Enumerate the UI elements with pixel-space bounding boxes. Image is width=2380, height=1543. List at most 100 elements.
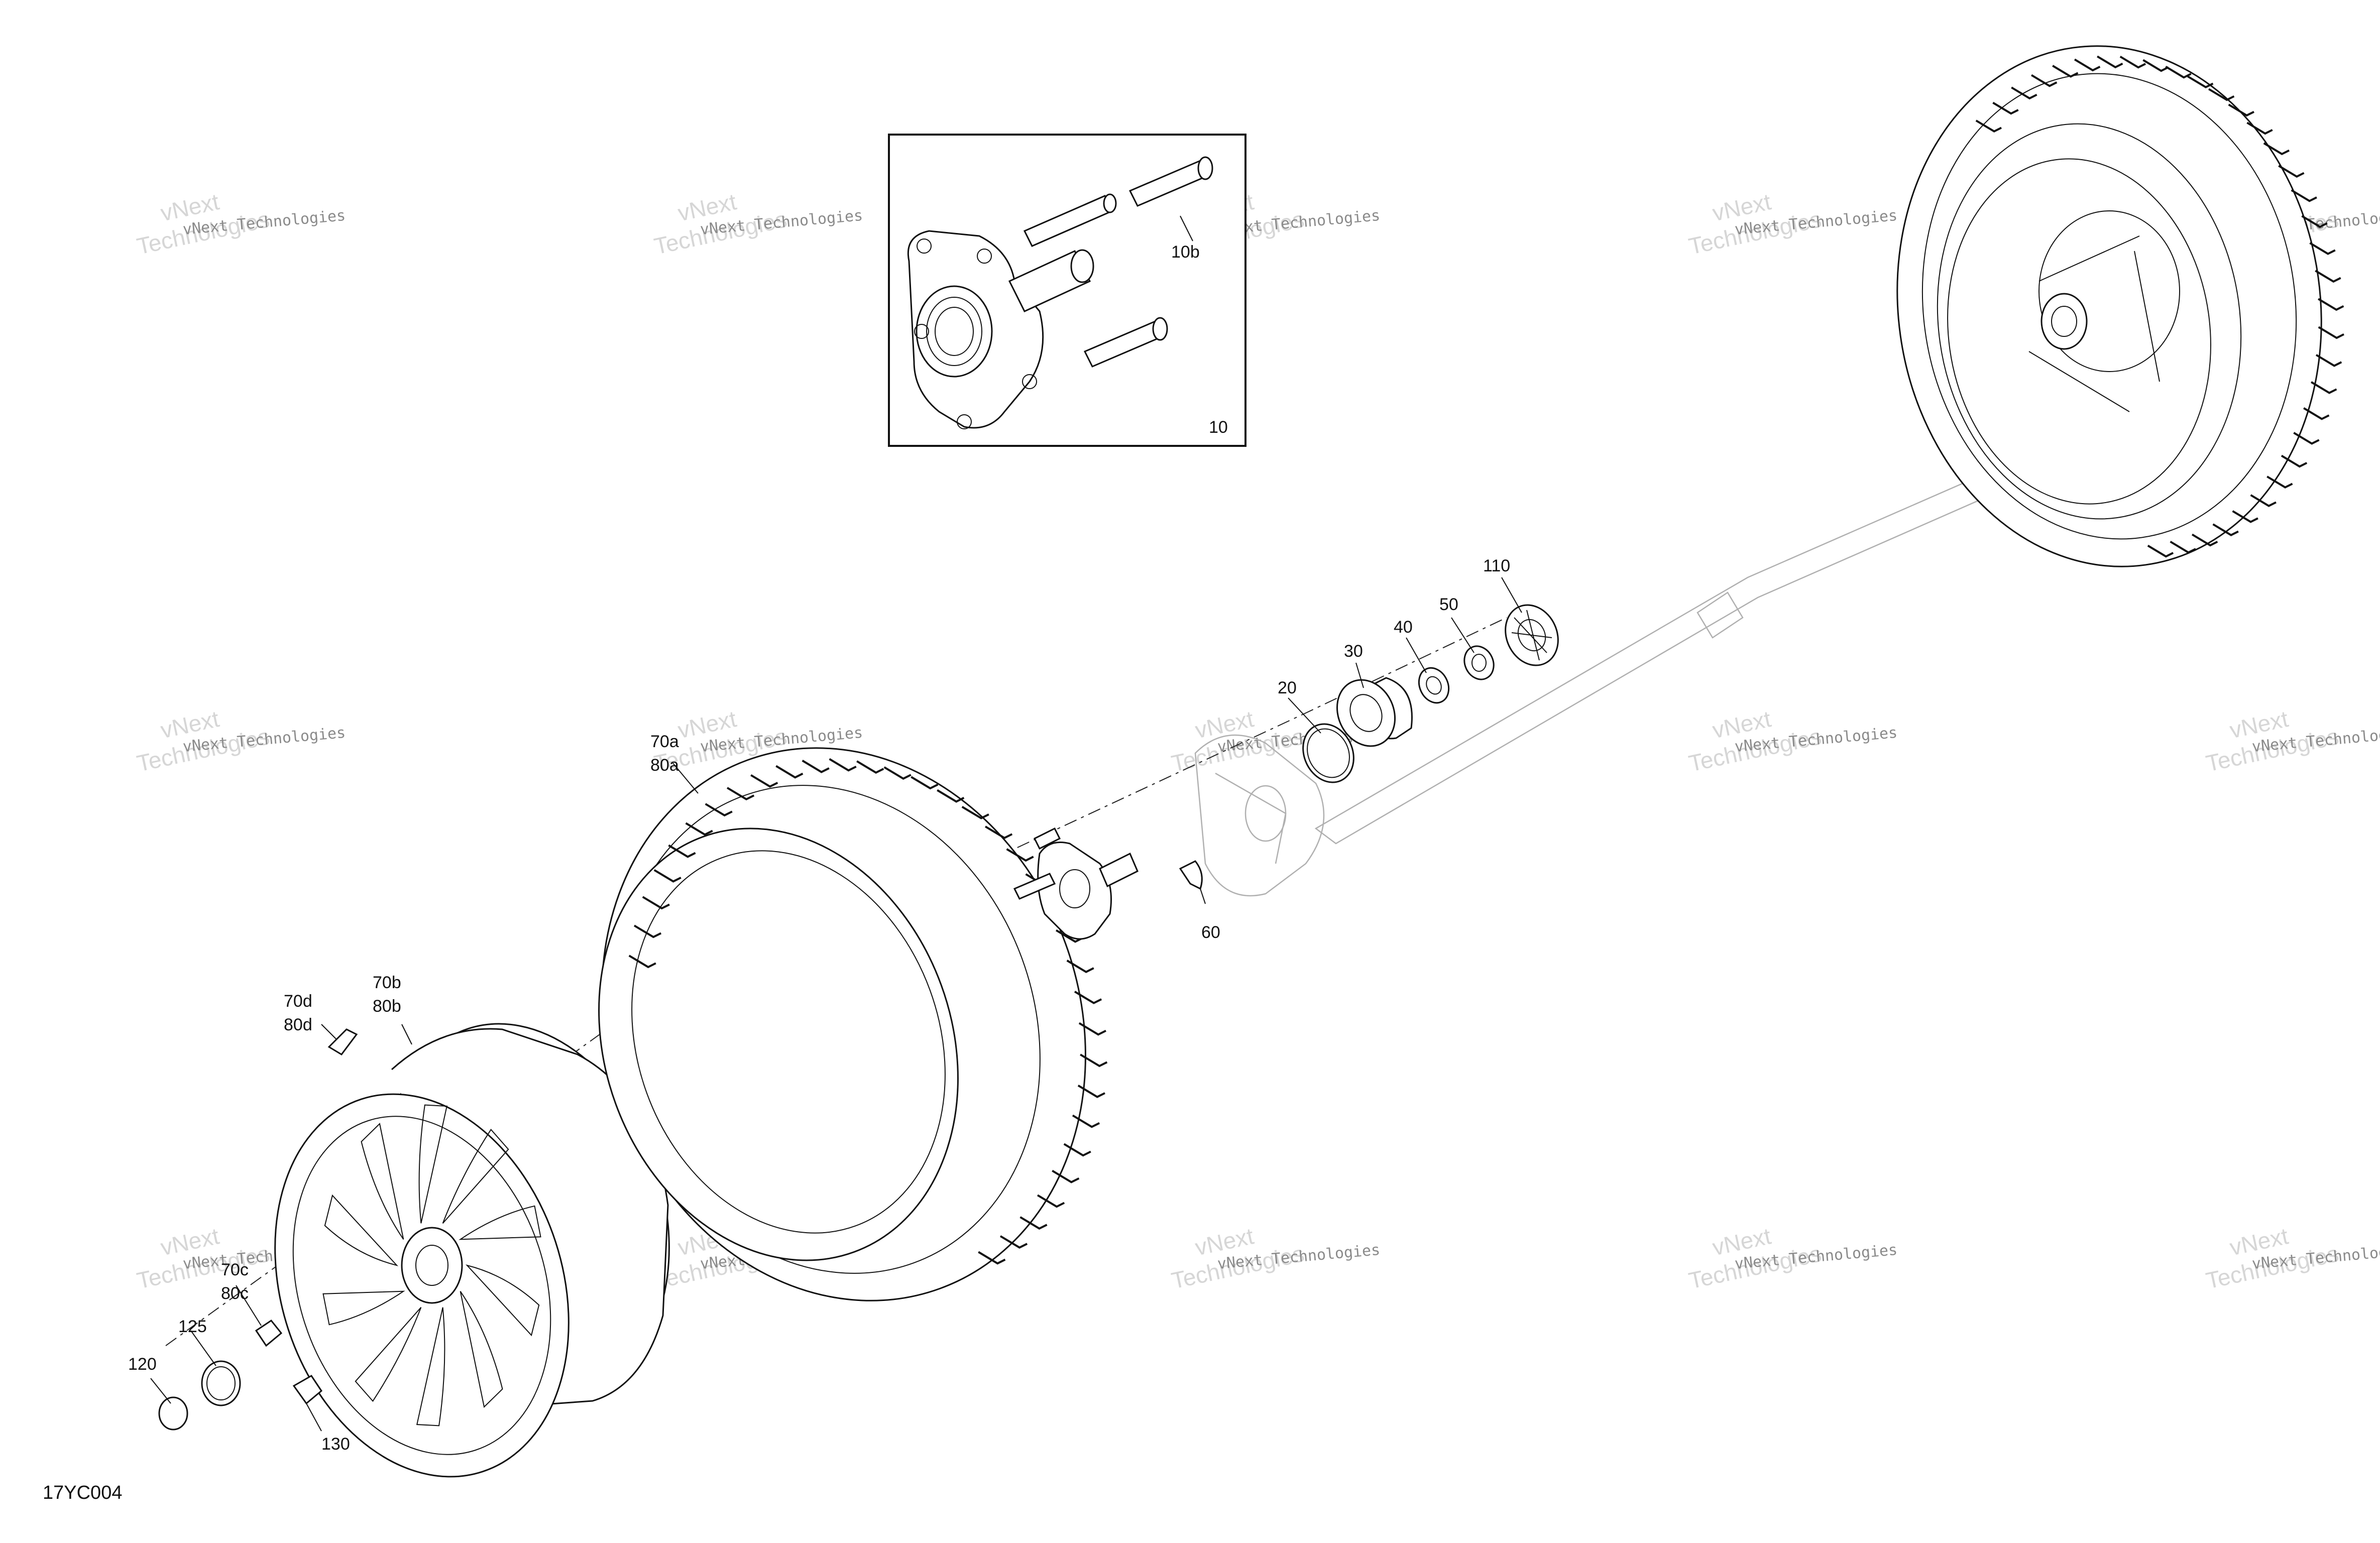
tread-groove xyxy=(802,760,830,773)
tread-groove xyxy=(2228,103,2254,117)
tread-groove xyxy=(2278,165,2305,178)
tread-groove xyxy=(633,924,662,938)
leader-lines xyxy=(150,577,1522,1432)
rim-spoke xyxy=(361,1123,404,1240)
tread-groove xyxy=(1080,1053,1108,1067)
center-cap-120 xyxy=(158,1396,188,1431)
rim-spoke xyxy=(324,1194,399,1266)
tread-groove xyxy=(961,806,989,819)
tread-groove xyxy=(2147,544,2174,558)
tread-groove xyxy=(1077,1085,1105,1098)
tread-groove xyxy=(2303,407,2330,420)
callout-30: 30 xyxy=(1344,642,1363,661)
callout-70d: 70d xyxy=(284,992,312,1011)
front-tire xyxy=(598,747,1108,1301)
tread-groove xyxy=(2281,454,2308,468)
callout-20: 20 xyxy=(1278,678,1297,697)
callout-10: 10 xyxy=(1209,418,1228,437)
tread-groove xyxy=(2191,533,2218,547)
tread-groove xyxy=(2119,55,2146,69)
tread-groove xyxy=(911,776,939,790)
tread-groove xyxy=(2052,65,2079,78)
tread-groove xyxy=(1037,1194,1065,1208)
tread-groove xyxy=(1975,120,2002,133)
far-wheel-tire xyxy=(1896,45,2344,567)
bearing-stack xyxy=(1302,604,1559,783)
callout-80a: 80a xyxy=(650,756,679,775)
tread-groove xyxy=(2315,270,2341,283)
tread-groove xyxy=(829,758,857,772)
callout-60: 60 xyxy=(1201,923,1220,942)
tread-groove xyxy=(2293,432,2320,445)
tread-groove xyxy=(2142,59,2169,72)
callout-70a: 70a xyxy=(650,732,679,751)
callout-130: 130 xyxy=(321,1435,350,1454)
tread-groove xyxy=(2318,326,2344,339)
tread-groove xyxy=(2263,142,2290,156)
tread-groove xyxy=(705,803,733,817)
rim-spoke xyxy=(416,1307,445,1427)
callout-80c: 80c xyxy=(221,1284,249,1303)
tread-groove xyxy=(2246,122,2273,135)
wheel-hub-10 xyxy=(1013,827,1139,940)
tread-groove xyxy=(685,822,713,836)
tread-groove xyxy=(1052,1169,1080,1183)
tread-groove xyxy=(642,896,670,910)
valve-stem xyxy=(255,1319,283,1347)
tread-groove xyxy=(999,1235,1028,1249)
tread-groove xyxy=(856,760,884,774)
callout-80b: 80b xyxy=(373,997,401,1016)
tread-groove xyxy=(2011,86,2037,100)
tread-groove xyxy=(668,844,696,858)
tread-groove xyxy=(2318,298,2344,311)
tread-groove xyxy=(2097,55,2123,69)
tread-groove xyxy=(1992,101,2019,115)
tread-groove xyxy=(2208,88,2235,101)
tread-groove xyxy=(2291,189,2317,202)
tread-groove xyxy=(2165,65,2192,79)
tread-groove xyxy=(2315,354,2342,367)
tread-groove xyxy=(1078,1022,1106,1036)
tread-groove xyxy=(883,766,912,780)
tread-groove xyxy=(653,869,682,883)
tread-groove xyxy=(1006,848,1034,862)
tread-groove xyxy=(1019,1216,1048,1230)
tread-groove xyxy=(2074,58,2101,72)
callout-labels: 10 10b 20 30 40 50 110 60 70a 80a 70b 80… xyxy=(128,243,1510,1454)
tread-groove xyxy=(984,825,1013,840)
tread-groove xyxy=(937,789,965,803)
callout-125: 125 xyxy=(178,1317,207,1336)
tread-groove xyxy=(1063,1143,1091,1157)
rim-wheel xyxy=(274,1023,670,1478)
callout-110: 110 xyxy=(1483,556,1510,575)
rim-spoke xyxy=(465,1264,540,1337)
rim-spoke xyxy=(442,1128,509,1224)
tread-groove xyxy=(2187,75,2214,88)
callout-50: 50 xyxy=(1439,595,1458,614)
tread-groove xyxy=(1074,991,1102,1004)
tread-groove xyxy=(2266,476,2293,489)
tread-groove xyxy=(750,774,778,788)
axle-ghost xyxy=(1194,436,2091,897)
rim-spoke xyxy=(322,1290,405,1326)
balance-weight xyxy=(327,1028,358,1055)
cotter-pin-60 xyxy=(1179,860,1203,890)
tread-groove xyxy=(978,1251,1006,1265)
rim-spoke xyxy=(355,1307,422,1402)
rim-spoke xyxy=(418,1104,448,1224)
tread-groove xyxy=(2170,541,2196,554)
rim-spoke xyxy=(460,1291,503,1408)
tread-groove xyxy=(2250,494,2277,507)
rim-spoke xyxy=(459,1205,541,1240)
tread-groove xyxy=(628,955,656,969)
tread-groove xyxy=(2031,74,2058,87)
callout-70b: 70b xyxy=(373,973,401,992)
callout-10b: 10b xyxy=(1171,243,1200,262)
tread-groove xyxy=(2309,242,2336,255)
tread-groove xyxy=(2232,510,2258,523)
lug-nut-130 xyxy=(292,1375,322,1405)
callout-70c: 70c xyxy=(221,1260,249,1279)
tread-groove xyxy=(1072,1114,1100,1128)
callout-120: 120 xyxy=(128,1355,157,1374)
